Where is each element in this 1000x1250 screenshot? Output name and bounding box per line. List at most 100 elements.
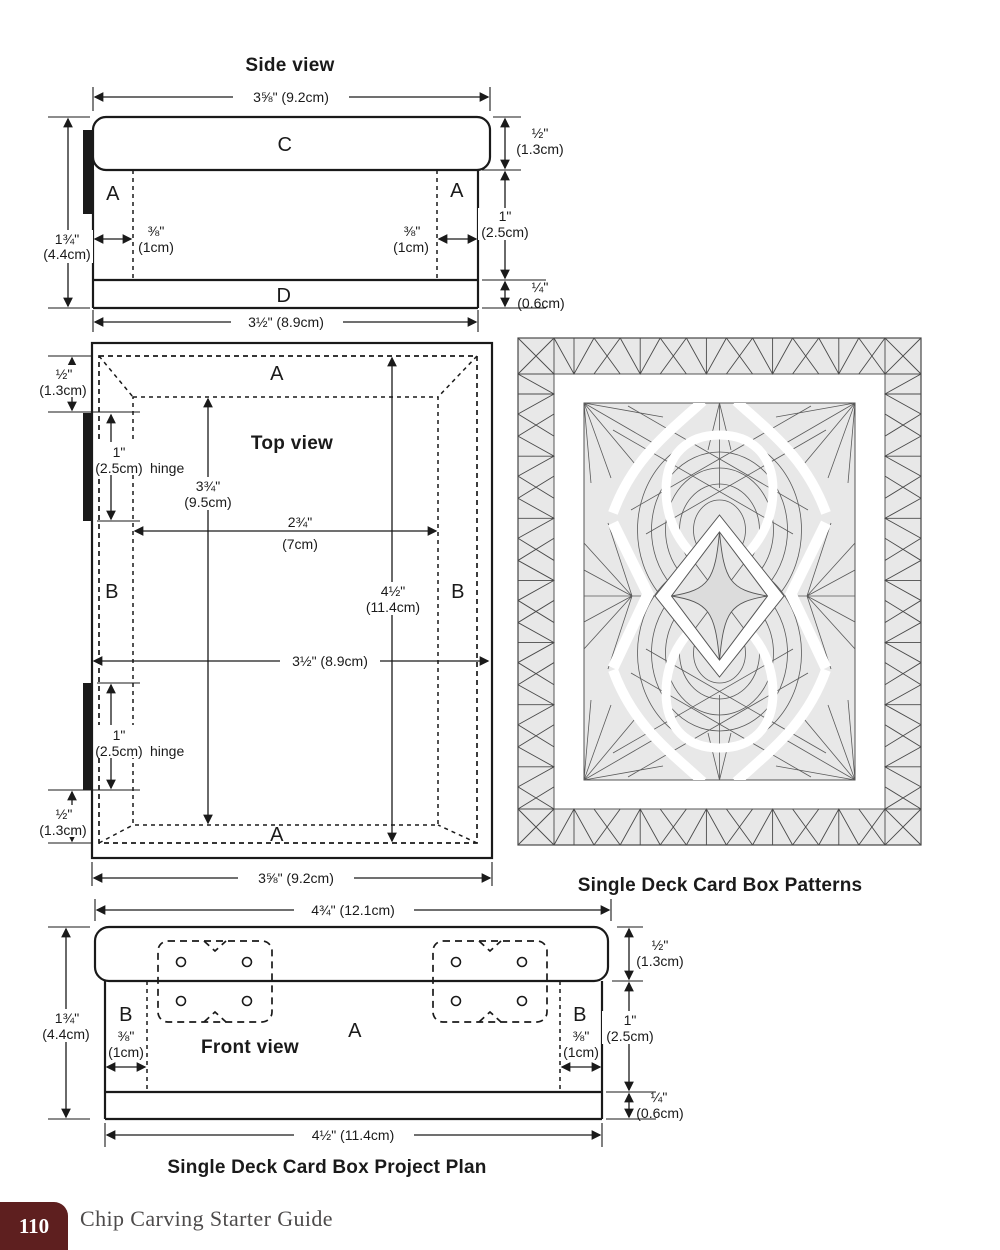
top-view: Top view A A B B ½" (1.3cm) 1" (2.5cm) h… xyxy=(37,341,494,887)
front-dim-body-in: 1" xyxy=(624,1012,637,1028)
front-dim-inset-left-cm: (1cm) xyxy=(108,1044,144,1060)
page-number: 110 xyxy=(18,1213,50,1238)
top-dim-flange-bottom-in: ½" xyxy=(56,806,73,822)
top-hinge-bottom-word: hinge xyxy=(150,743,184,759)
top-dim-inner-h-in: 3¾" xyxy=(196,478,220,494)
front-dim-lid-in: ½" xyxy=(652,937,669,953)
top-view-labels: Top view A A B B ½" (1.3cm) 1" (2.5cm) h… xyxy=(39,363,465,886)
side-dim-inset-left-cm: (1cm) xyxy=(138,239,174,255)
top-hinge-bottom-cm: (2.5cm) xyxy=(95,743,142,759)
top-hinge-top-in: 1" xyxy=(113,444,126,460)
side-view: Side view 3⅝" (9.2cm) 3½" (8.9cm) 1¾" (4… xyxy=(41,55,565,332)
hinge-screw-hole xyxy=(175,995,187,1007)
top-lid-dashed xyxy=(98,355,478,844)
front-view: 4¾" (12.1cm) 1¾" (4.4cm) ½" (1.3cm) 1" (… xyxy=(41,899,684,1178)
project-plan-caption: Single Deck Card Box Project Plan xyxy=(167,1157,486,1178)
top-view-title: Top view xyxy=(251,433,333,454)
front-view-title: Front view xyxy=(201,1037,299,1058)
carving-pattern xyxy=(517,337,922,846)
side-part-d: D xyxy=(277,285,292,307)
top-part-a-bottom: A xyxy=(270,824,284,846)
top-hinge-bar-lower xyxy=(83,683,92,790)
top-dim-flange-top-cm: (1.3cm) xyxy=(39,382,86,398)
front-dim-base-in: ¼" xyxy=(651,1089,668,1105)
pattern-caption: Single Deck Card Box Patterns xyxy=(578,875,863,896)
top-hinge-bar-upper xyxy=(83,413,92,521)
top-inner-dashed xyxy=(132,396,439,826)
book-title: Chip Carving Starter Guide xyxy=(80,1206,333,1231)
front-dim-inset-right-in: ⅜" xyxy=(573,1028,590,1044)
front-view-labels: 4¾" (12.1cm) 1¾" (4.4cm) ½" (1.3cm) 1" (… xyxy=(42,902,683,1178)
side-view-title: Side view xyxy=(245,55,334,76)
hinge-screw-hole xyxy=(241,956,253,968)
pattern-white-ribbons xyxy=(608,403,831,780)
top-dim-inner-w-in: 2¾" xyxy=(288,514,312,530)
side-hinge-bar xyxy=(83,130,94,214)
side-dim-height-cm: (4.4cm) xyxy=(43,246,90,262)
side-view-labels: Side view 3⅝" (9.2cm) 3½" (8.9cm) 1¾" (4… xyxy=(43,55,564,330)
top-outer-box xyxy=(90,341,494,860)
hinge-screw-hole xyxy=(175,956,187,968)
side-part-a-right: A xyxy=(450,180,464,202)
front-hinge-right xyxy=(432,940,548,1023)
front-dim-top-width: 4¾" (12.1cm) xyxy=(311,902,395,918)
side-dim-base-cm: (0.6cm) xyxy=(517,295,564,311)
front-lid xyxy=(93,925,610,983)
hinge-screw-hole xyxy=(241,995,253,1007)
top-hinge-top-word: hinge xyxy=(150,460,184,476)
side-dim-lid-cm: (1.3cm) xyxy=(516,141,563,157)
front-dim-height-cm: (4.4cm) xyxy=(42,1026,89,1042)
hinge-screw-hole xyxy=(450,956,462,968)
front-dim-bottom-width: 4½" (11.4cm) xyxy=(312,1127,395,1143)
front-view-dimensions xyxy=(41,899,658,1147)
top-part-a-top: A xyxy=(270,363,284,385)
front-part-a: A xyxy=(348,1020,362,1042)
front-hinge-left xyxy=(157,940,273,1023)
hinge-screw-hole xyxy=(516,956,528,968)
side-dim-lid-in: ½" xyxy=(532,125,549,141)
top-corner-bevels xyxy=(98,355,478,844)
pattern-corner-fans xyxy=(584,403,855,780)
front-view-drawing xyxy=(93,925,610,1121)
side-dim-body-cm: (2.5cm) xyxy=(481,224,528,240)
hinge-screw-hole xyxy=(516,995,528,1007)
front-dim-base-cm: (0.6cm) xyxy=(636,1105,683,1121)
top-dim-inner-h-cm: (9.5cm) xyxy=(184,494,231,510)
front-dado-dashed-lines xyxy=(146,981,561,1092)
front-part-b-right: B xyxy=(573,1004,587,1026)
top-dim-inner-w-cm: (7cm) xyxy=(282,536,318,552)
top-hinge-bottom-in: 1" xyxy=(113,727,126,743)
top-dim-outer-h-cm: (11.4cm) xyxy=(366,599,420,615)
top-dim-bottom-width: 3⅝" (9.2cm) xyxy=(258,870,334,886)
pattern-center-diamond xyxy=(654,514,785,678)
side-part-c: C xyxy=(278,134,293,156)
front-dim-body-cm: (2.5cm) xyxy=(606,1028,653,1044)
side-dim-inset-left-in: ⅜" xyxy=(148,223,165,239)
side-part-a-left: A xyxy=(106,183,120,205)
top-view-dimensions xyxy=(37,355,493,887)
top-hinge-top-cm: (2.5cm) xyxy=(95,460,142,476)
top-dim-outer-h-in: 4½" xyxy=(381,583,405,599)
project-plan-drawing: Side view 3⅝" (9.2cm) 3½" (8.9cm) 1¾" (4… xyxy=(37,55,922,1178)
side-dim-body-in: 1" xyxy=(499,208,512,224)
side-dim-bottom-width: 3½" (8.9cm) xyxy=(248,314,324,330)
top-part-b-right: B xyxy=(451,581,465,603)
top-part-b-left: B xyxy=(105,581,119,603)
front-dim-inset-right-cm: (1cm) xyxy=(563,1044,599,1060)
front-dim-lid-cm: (1.3cm) xyxy=(636,953,683,969)
side-dim-inset-right-in: ⅜" xyxy=(404,223,421,239)
side-dado-dashed-lines xyxy=(132,170,438,280)
front-dim-height-in: 1¾" xyxy=(55,1010,79,1026)
page-number-box: 110 xyxy=(0,1202,68,1250)
hinge-screw-hole xyxy=(450,995,462,1007)
top-dim-flange-bottom-cm: (1.3cm) xyxy=(39,822,86,838)
side-dim-base-in: ¼" xyxy=(532,279,549,295)
side-dim-top-width: 3⅝" (9.2cm) xyxy=(253,89,329,105)
top-view-drawing xyxy=(83,341,494,860)
front-body-outline xyxy=(103,981,604,1121)
front-part-b-left: B xyxy=(119,1004,133,1026)
side-view-dimensions xyxy=(41,87,546,332)
side-dim-height-in: 1¾" xyxy=(55,231,79,247)
pattern-star xyxy=(671,531,768,661)
